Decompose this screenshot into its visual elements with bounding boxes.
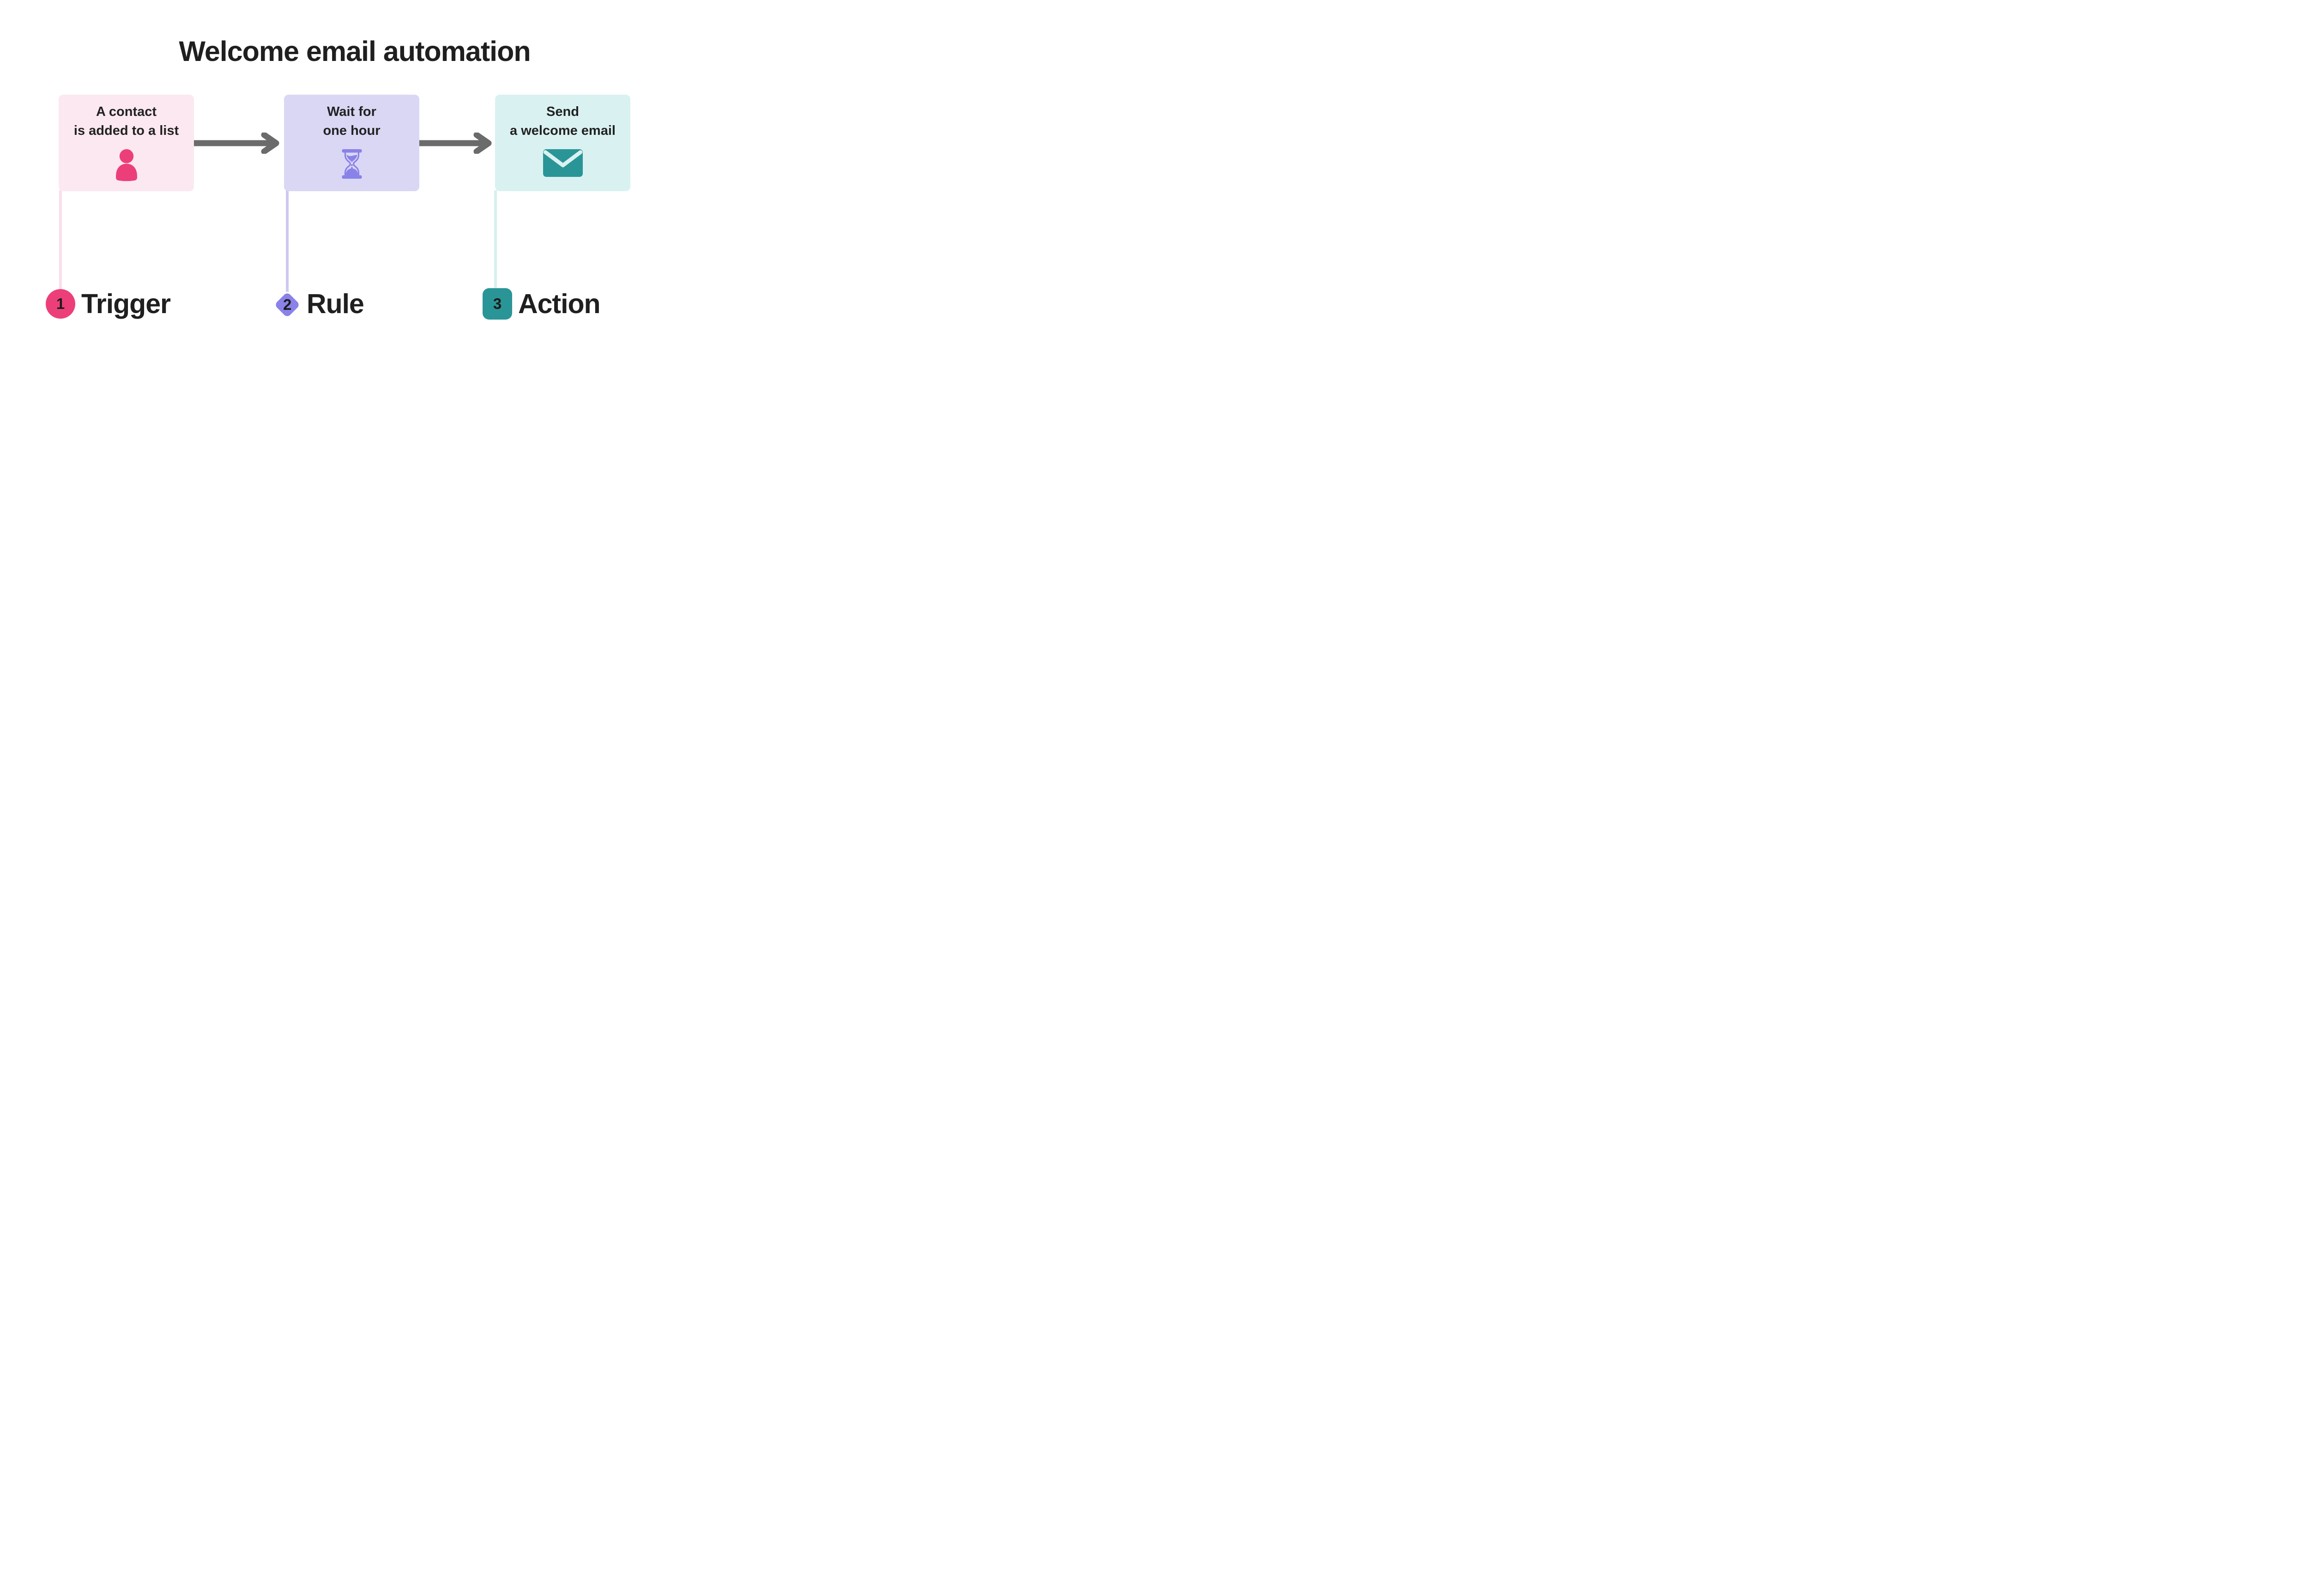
connector-line-rule [286, 190, 289, 292]
step-3-number: 3 [493, 295, 502, 312]
rule-card: Wait for one hour [284, 95, 419, 191]
step-1-number: 1 [56, 295, 65, 312]
action-card-text-line2: a welcome email [510, 123, 616, 138]
trigger-card: A contact is added to a list [59, 95, 194, 191]
step-2-number: 2 [283, 296, 292, 313]
step-3-square-badge: 3 [483, 288, 512, 320]
trigger-card-text-line2: is added to a list [73, 123, 179, 138]
action-card: Send a welcome email [495, 95, 630, 191]
diagram-title: Welcome email automation [179, 36, 531, 67]
hourglass-icon [342, 149, 362, 179]
connector-line-action [494, 190, 497, 289]
step-2-diamond-badge: 2 [274, 291, 301, 318]
step-3-label: Action [518, 289, 601, 319]
rule-card-text-line2: one hour [323, 123, 381, 138]
welcome-email-automation-diagram: Welcome email automation A contact is ad… [0, 0, 709, 355]
step-1-circle-badge: 1 [46, 289, 75, 319]
connector-line-trigger [59, 190, 62, 290]
arrow-trigger-to-rule [194, 133, 279, 154]
step-1-label: Trigger [81, 289, 171, 319]
step-2-label: Rule [307, 289, 364, 319]
rule-card-text-line1: Wait for [327, 104, 376, 119]
envelope-icon [543, 149, 583, 177]
arrow-rule-to-action [419, 133, 492, 154]
trigger-card-text-line1: A contact [96, 104, 157, 119]
person-icon [115, 149, 137, 181]
action-card-text-line1: Send [546, 104, 579, 119]
